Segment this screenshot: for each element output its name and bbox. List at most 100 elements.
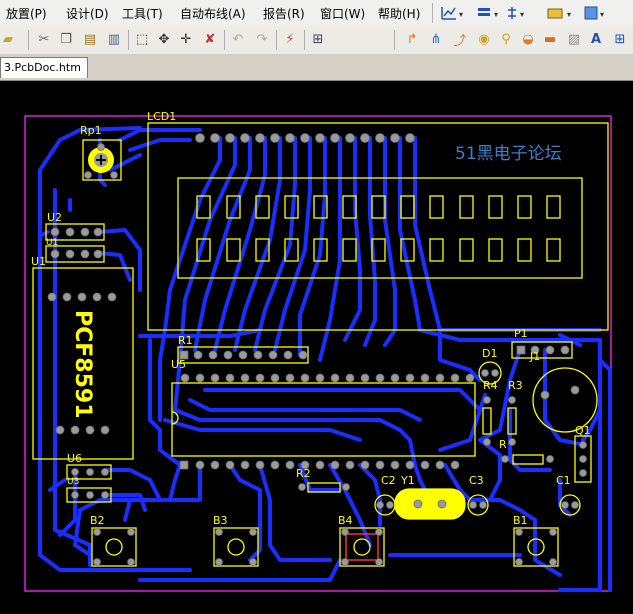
pads: [47, 133, 587, 566]
menu-help[interactable]: 帮助(H): [378, 7, 421, 21]
label-b4: B4: [338, 514, 353, 527]
label-y1: Y1: [400, 474, 415, 487]
switch-b4: [339, 527, 385, 567]
r1-outline: [177, 346, 309, 364]
pcb-canvas[interactable]: LCD1 Rp1 U2 U1 U1 R1 U5 P1 D1 J1 R4 R3 R…: [0, 81, 633, 611]
svg-text:▾: ▾: [567, 10, 571, 19]
u1a-outline: [45, 245, 105, 263]
watermark-text: 51黑电子论坛: [455, 144, 562, 164]
wand-icon[interactable]: ⚡: [285, 31, 295, 47]
coordinate-icon[interactable]: ⊞: [614, 31, 626, 47]
distribute-icon[interactable]: [508, 7, 516, 19]
label-b3: B3: [213, 514, 228, 527]
menu-reports[interactable]: 报告(R): [263, 7, 305, 21]
junction-icon[interactable]: ⋔: [430, 31, 442, 47]
u2-outline: [45, 223, 105, 241]
label-r1: R1: [178, 334, 193, 347]
svg-text:▾: ▾: [459, 10, 463, 19]
select-rect-icon[interactable]: ⬚: [135, 31, 149, 47]
d1-outline: [478, 361, 502, 385]
label-c3: C3: [469, 474, 484, 487]
align-icon[interactable]: [478, 8, 490, 16]
zoom-icon[interactable]: ⊞: [312, 31, 324, 47]
menu-place[interactable]: 放置(P): [6, 7, 47, 21]
designator-labels: LCD1 Rp1 U2 U1 U1 R1 U5 P1 D1 J1 R4 R3 R…: [31, 110, 591, 527]
label-r: R: [499, 438, 507, 451]
copy-icon[interactable]: ❐: [60, 31, 72, 47]
label-u1b: U1: [31, 255, 46, 268]
label-j1: J1: [529, 350, 540, 363]
label-u6: U6: [67, 452, 82, 465]
menu-design[interactable]: 设计(D): [66, 7, 109, 21]
polygon-icon[interactable]: ▬: [543, 31, 557, 47]
q1-outline: [574, 435, 592, 483]
region-icon[interactable]: ▨: [567, 31, 581, 47]
label-p1: P1: [514, 327, 528, 340]
board-outline: [24, 115, 612, 592]
switch-b1: [513, 527, 559, 567]
label-r4: R4: [483, 379, 498, 392]
lcd-char-row-2: [196, 238, 561, 262]
lcd-outline: [147, 122, 609, 331]
label-c1: C1: [556, 474, 571, 487]
switch-b3: [213, 527, 259, 567]
move-icon[interactable]: ✥: [158, 31, 170, 47]
deselect-icon[interactable]: ✘: [204, 31, 216, 47]
lcd-char-row-1: [196, 195, 561, 219]
via-icon[interactable]: ◉: [478, 31, 490, 47]
pad-icon[interactable]: ⚲: [501, 31, 511, 47]
p1-outline: [511, 341, 573, 359]
standard-toolbar: ▰ ✂ ❐ ▤ ▥ ⬚ ✥ ✛ ✘ ↶ ↷ ⚡ ⊞ ↱ ⋔ ⤴ ◉ ⚲ ◒ ▬ …: [0, 26, 633, 55]
label-lcd1: LCD1: [147, 110, 176, 123]
pcb-layout[interactable]: LCD1 Rp1 U2 U1 U1 R1 U5 P1 D1 J1 R4 R3 R…: [0, 81, 633, 611]
label-u5: U5: [171, 358, 186, 371]
label-c2: C2: [381, 474, 396, 487]
rp1-outline: [82, 139, 122, 181]
string-icon[interactable]: A: [590, 31, 602, 47]
label-r3: R3: [508, 379, 523, 392]
label-u1a: U1: [46, 238, 58, 248]
quick-toolbar: ▾ ▾ ▾ ▾ ▾: [441, 6, 604, 20]
folder-icon[interactable]: ▰: [3, 31, 13, 47]
undo-icon[interactable]: ↶: [232, 31, 244, 47]
menu-window[interactable]: 窗口(W): [320, 7, 366, 21]
ruler-icon[interactable]: [547, 8, 563, 19]
u5-outline: [171, 382, 476, 457]
grid-icon[interactable]: [584, 6, 598, 20]
menu-tools[interactable]: 工具(T): [122, 7, 163, 21]
menu-separator: [432, 3, 433, 23]
label-b2: B2: [90, 514, 105, 527]
j1-outline: [532, 367, 598, 433]
label-b1: B1: [513, 514, 528, 527]
u3-outline: [66, 487, 112, 503]
fill-icon[interactable]: ◒: [522, 31, 534, 47]
clipboard-icon[interactable]: ▥: [107, 31, 121, 47]
u6-outline: [66, 464, 112, 480]
menu-bar: 放置(P) 设计(D) 工具(T) 自动布线(A) 报告(R) 窗口(W) 帮助…: [0, 0, 633, 27]
cut-icon[interactable]: ✂: [38, 31, 50, 47]
chart-icon[interactable]: [441, 7, 456, 20]
silkscreen-layer: [32, 122, 609, 567]
document-tabbar: 3.PcbDoc.htm: [0, 54, 633, 81]
chip-label-pcf8591: PCF8591: [70, 310, 95, 419]
svg-text:▾: ▾: [494, 10, 498, 19]
label-q1: Q1: [575, 424, 591, 437]
u1-chip-outline: [32, 267, 134, 460]
svg-text:▾: ▾: [600, 10, 604, 19]
rp1-knob: [88, 147, 114, 173]
svg-text:▾: ▾: [520, 10, 524, 19]
redo-icon[interactable]: ↷: [256, 31, 268, 47]
y1-outline: [394, 488, 466, 520]
menu-autoroute[interactable]: 自动布线(A): [180, 7, 246, 21]
switch-b2: [91, 527, 137, 567]
paste-icon[interactable]: ▤: [83, 31, 97, 47]
label-u2: U2: [47, 211, 62, 224]
label-rp1: Rp1: [80, 124, 102, 137]
cross-icon[interactable]: ✛: [180, 31, 192, 47]
label-u3: U3: [67, 477, 79, 487]
label-r2: R2: [296, 467, 311, 480]
label-d1: D1: [482, 347, 497, 360]
route-icon[interactable]: ↱: [406, 31, 418, 47]
tab-pcbdoc[interactable]: 3.PcbDoc.htm: [0, 57, 88, 78]
arc-icon[interactable]: ⤴: [453, 33, 467, 49]
